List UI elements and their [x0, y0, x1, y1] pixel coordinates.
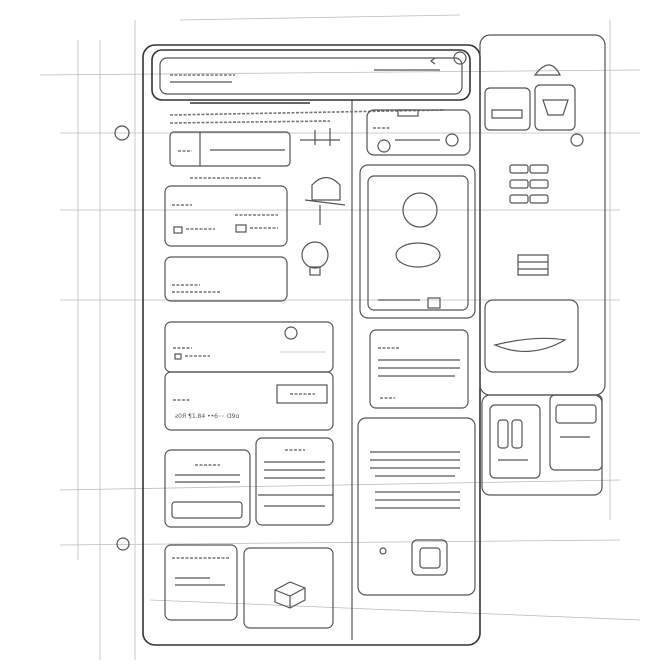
main-frame — [142, 44, 481, 646]
dome-icon — [533, 64, 561, 76]
card-footer-a[interactable] — [164, 544, 238, 621]
card-panel[interactable] — [549, 394, 603, 471]
card-footer-b[interactable] — [243, 547, 334, 629]
books-icon — [517, 254, 549, 276]
card-readout[interactable]: ƨ0Я ¶1.84 ••6◦◦ Ɑ9ɑ — [164, 371, 334, 431]
card-list-b[interactable] — [255, 437, 334, 526]
guide-lines — [39, 14, 641, 660]
description-text — [169, 120, 331, 124]
readout-button[interactable] — [276, 384, 328, 404]
card-switch[interactable] — [489, 404, 541, 479]
thumb-1[interactable] — [484, 87, 531, 131]
card-stack[interactable] — [357, 417, 476, 596]
boat-icon — [493, 337, 567, 353]
right-frame-bottom — [481, 394, 603, 496]
card-slider[interactable] — [169, 131, 291, 167]
anchor-handle[interactable] — [570, 133, 584, 147]
chevron-left-icon[interactable] — [430, 57, 436, 65]
card-media[interactable] — [359, 164, 476, 319]
cake-icon — [304, 176, 346, 225]
device-icon — [411, 539, 448, 576]
card-list-a[interactable] — [164, 449, 251, 528]
avatar[interactable] — [453, 51, 467, 65]
card-toggle[interactable] — [164, 321, 334, 373]
card-control[interactable] — [366, 109, 471, 156]
card-settings[interactable] — [164, 185, 288, 247]
card-boat[interactable] — [484, 299, 579, 373]
lightbulb-icon — [301, 241, 329, 276]
action-button[interactable] — [171, 501, 243, 519]
right-frame-top — [479, 34, 606, 396]
anchor-handle[interactable] — [114, 125, 130, 141]
connector-icon — [300, 128, 340, 146]
header-card[interactable] — [151, 49, 471, 101]
box-icon — [274, 581, 306, 609]
readout-text: ƨ0Я ¶1.84 ••6◦◦ Ɑ9ɑ — [175, 413, 239, 420]
card-text[interactable] — [369, 329, 469, 409]
card-info[interactable] — [164, 256, 288, 302]
thumb-2[interactable] — [534, 84, 576, 131]
anchor-handle[interactable] — [116, 537, 130, 551]
shelf-icon — [509, 164, 549, 204]
stack-icon — [370, 451, 460, 477]
description-text — [169, 109, 446, 116]
